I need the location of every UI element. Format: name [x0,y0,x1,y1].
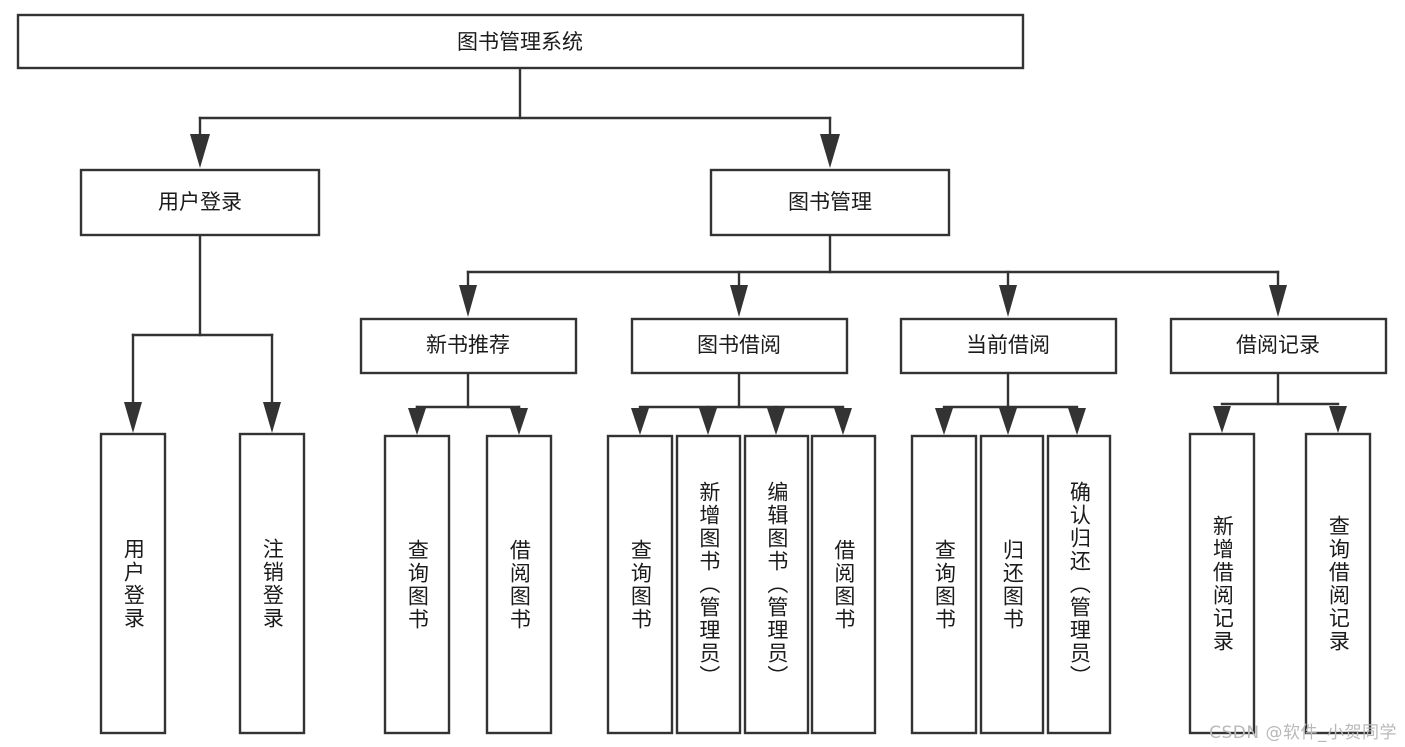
arrowhead-borrow-record [1269,285,1287,317]
arrowhead-new-book-recommend [459,285,477,317]
node-new-book-recommend[interactable]: 新书推荐 [359,317,578,375]
arrowhead-leaf-add-record [1213,406,1231,433]
arrowhead-leaf-edit-book [767,408,785,435]
arrowhead-leaf-borrow-book-1 [510,408,528,435]
node-current-borrow[interactable]: 当前借阅 [899,317,1118,375]
node-book-borrow-label: 图书借阅 [697,333,781,357]
node-book-manage[interactable]: 图书管理 [709,168,951,237]
node-leaf-user-login-box[interactable] [99,432,167,735]
node-user-login-box[interactable] [79,168,321,237]
node-user-login-label: 用户登录 [158,190,242,214]
csdn-watermark: CSDN @软件_小贺同学 [1209,723,1397,743]
arrowhead-current-borrow [999,285,1017,317]
node-leaf-return-book-box[interactable] [979,434,1045,735]
connector-group-book-manage [459,233,1287,317]
node-book-borrow-box[interactable] [630,317,849,375]
node-book-borrow[interactable]: 图书借阅 [630,317,849,375]
arrowhead-leaf-logout-login [263,402,281,433]
node-leaf-query-book-3-box[interactable] [910,434,978,735]
node-new-book-recommend-box[interactable] [359,317,578,375]
node-book-manage-label: 图书管理 [788,190,872,214]
node-leaf-add-book-box[interactable] [675,434,742,735]
node-root[interactable]: 图书管理系统 [16,13,1025,70]
node-leaf-query-book-2-box[interactable] [606,434,674,735]
node-leaf-borrow-book-1-box[interactable] [485,434,553,735]
node-leaf-query-record-box[interactable] [1304,432,1372,735]
connector-group-current-borrow [935,371,1086,435]
node-current-borrow-box[interactable] [899,317,1118,375]
connector-group-borrow-record [1213,371,1347,433]
node-user-login[interactable]: 用户登录 [79,168,321,237]
node-new-book-recommend-label: 新书推荐 [426,333,510,357]
arrowhead-leaf-add-book [699,408,717,435]
node-leaf-edit-book-box[interactable] [743,434,810,735]
arrowhead-book-borrow [730,285,748,317]
node-root-label: 图书管理系统 [457,30,583,54]
connector-group-user-login [124,233,281,433]
arrowhead-leaf-confirm-return [1068,408,1086,435]
arrowhead-leaf-query-book-1 [408,408,426,435]
node-leaf-query-book-1-box[interactable] [383,434,451,735]
node-borrow-record[interactable]: 借阅记录 [1169,317,1388,375]
node-leaf-confirm-return-box[interactable] [1046,434,1112,735]
arrowhead-leaf-query-book-3 [935,408,953,435]
node-borrow-record-box[interactable] [1169,317,1388,375]
node-root-box[interactable] [16,13,1025,70]
arrowhead-leaf-query-book-2 [631,408,649,435]
node-borrow-record-label: 借阅记录 [1236,333,1320,357]
connector-group-book-borrow [631,371,852,435]
arrowhead-leaf-query-record [1329,406,1347,433]
arrowhead-leaf-borrow-book-2 [834,408,852,435]
connector-group-root [190,66,840,168]
node-current-borrow-label: 当前借阅 [966,333,1050,357]
arrowhead-user-login [190,134,210,168]
arrowhead-leaf-user-login [124,402,142,433]
arrowhead-leaf-return-book [999,408,1017,435]
node-leaf-logout-login-box[interactable] [238,432,306,735]
node-leaf-borrow-book-2-box[interactable] [810,434,877,735]
node-leaf-add-record-box[interactable] [1188,432,1256,735]
arrowhead-book-manage [820,134,840,168]
connector-group-new-book-recommend [408,371,528,435]
node-book-manage-box[interactable] [709,168,951,237]
